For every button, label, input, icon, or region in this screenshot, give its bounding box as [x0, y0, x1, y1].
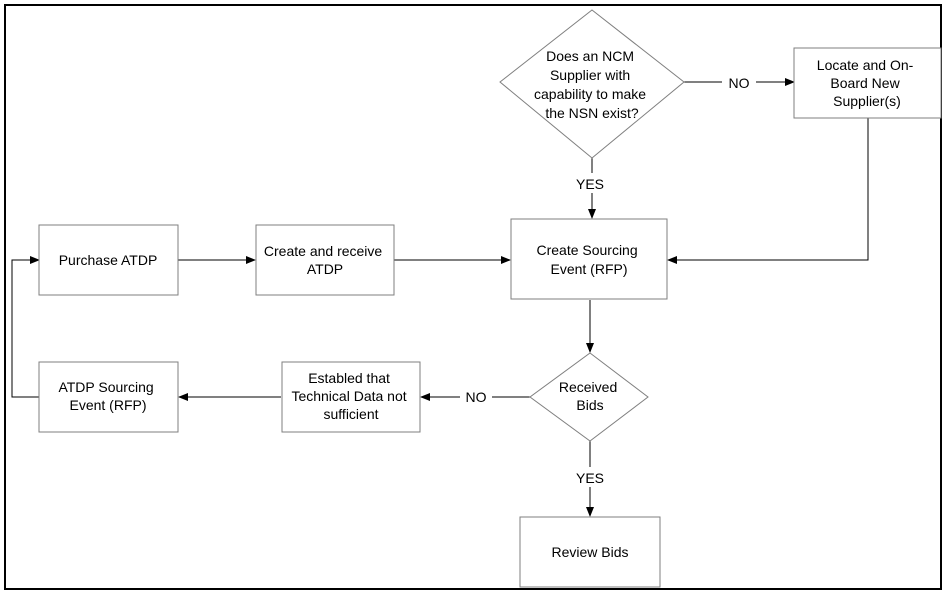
node-line: ATDP	[307, 261, 343, 277]
decision-received-bids: Received Bids	[529, 352, 649, 442]
node-line: Review Bids	[551, 544, 628, 560]
box-atdp-sourcing-event: ATDP Sourcing Event (RFP)	[38, 361, 179, 433]
node-line: Event (RFP)	[69, 397, 146, 413]
node-line: Bids	[576, 397, 603, 413]
node-line: Supplier with	[550, 67, 630, 83]
svg-text:Establed that Technical: Establed that Technical Data not suffici…	[291, 370, 410, 422]
node-line: Board New	[830, 75, 900, 91]
box-onboard-supplier: Locate and On- Board New Supplier(s)	[793, 47, 942, 119]
node-line: Does an NCM	[546, 48, 634, 64]
svg-text:Review Bids: Review Bids	[551, 544, 628, 560]
svg-text:Create and receive ATDP: Create and receive ATDP	[264, 243, 386, 277]
svg-text:Does an NCM Supplier wit: Does an NCM Supplier with capability to …	[534, 48, 650, 121]
node-line: Create and receive	[264, 243, 383, 259]
edge-label-bg	[460, 387, 492, 407]
node-line: Create Sourcing	[536, 242, 637, 258]
node-line: Locate and On-	[817, 57, 914, 73]
node-line: Received	[559, 379, 617, 395]
edge-onboard-to-sourcing	[667, 118, 869, 264]
box-established-insufficient: Establed that Technical Data not suffici…	[281, 361, 421, 433]
node-line: Supplier(s)	[833, 93, 901, 109]
edge-label-bids-yes: YES	[576, 470, 604, 486]
node-line: Event (RFP)	[550, 261, 627, 277]
svg-text:Create Sourcing Event (R: Create Sourcing Event (RFP)	[536, 242, 641, 277]
node-line: Technical Data not	[291, 388, 406, 404]
box-purchase-atdp: Purchase ATDP	[38, 224, 179, 296]
node-line: sufficient	[324, 406, 379, 422]
node-line: capability to make	[534, 86, 646, 102]
box-create-receive-atdp: Create and receive ATDP	[255, 224, 395, 296]
svg-text:Locate and On- Board New: Locate and On- Board New Supplier(s)	[817, 57, 917, 109]
node-line: Purchase ATDP	[59, 252, 158, 268]
edge-label-bids-no: NO	[466, 389, 487, 405]
edge-label-bg	[722, 72, 756, 92]
diagram-border	[4, 4, 942, 590]
box-create-sourcing-event: Create Sourcing Event (RFP)	[510, 218, 668, 300]
edges	[11, 78, 869, 517]
node-line: the NSN exist?	[545, 105, 639, 121]
svg-text:Received Bids: Received Bids	[559, 379, 621, 413]
edge-label-bg	[570, 173, 614, 193]
node-line: ATDP Sourcing	[58, 379, 153, 395]
svg-text:Purchase ATDP: Purchase ATDP	[59, 252, 158, 268]
edge-label-bg	[568, 467, 612, 487]
box-review-bids: Review Bids	[519, 516, 661, 588]
edge-label-supplier-no: NO	[729, 75, 750, 91]
edge-atdp-sourcing-to-purchase	[11, 256, 40, 398]
node-line: Establed that	[308, 370, 390, 386]
svg-text:ATDP Sourcing Event (RFP: ATDP Sourcing Event (RFP)	[58, 379, 157, 413]
edge-label-supplier-yes: YES	[576, 176, 604, 192]
decision-supplier-exists: Does an NCM Supplier with capability to …	[499, 9, 685, 159]
